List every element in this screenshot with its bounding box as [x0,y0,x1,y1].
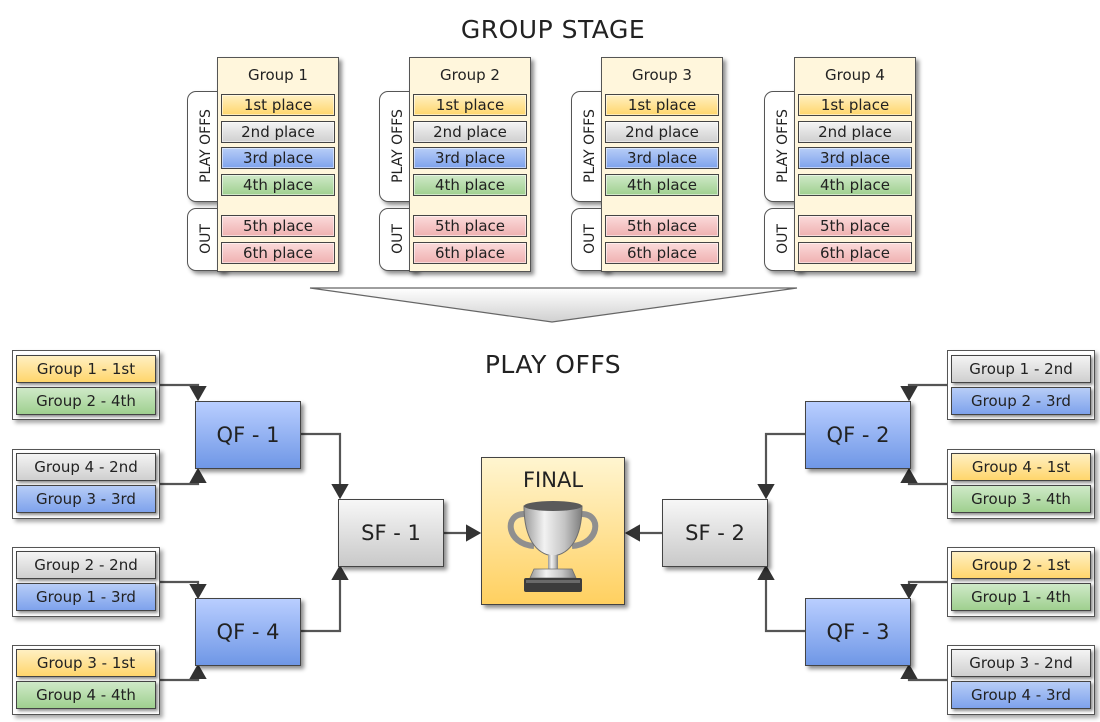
group-title: Group 4 [825,66,885,84]
group-2-card: PLAY OFFS OUT Group 2 1st place 2nd plac… [379,57,539,273]
seed-slot: Group 3 - 3rd [16,485,156,513]
place-5: 5th place [605,215,719,237]
seed-slot: Group 1 - 3rd [16,583,156,611]
trophy-icon [507,501,599,592]
qf-3-match: QF - 3 [805,598,911,666]
place-4: 4th place [605,174,719,196]
seed-slot: Group 3 - 1st [16,649,156,677]
seed-slot: Group 4 - 2nd [16,453,156,481]
seed-slot: Group 3 - 4th [951,485,1091,513]
place-5: 5th place [413,215,527,237]
group-3-card: PLAY OFFS OUT Group 3 1st place 2nd plac… [571,57,731,273]
place-4: 4th place [798,174,912,196]
place-5: 5th place [221,215,335,237]
group-stage-title: GROUP STAGE [460,15,646,44]
seed-slot: Group 2 - 4th [16,387,156,415]
place-2: 2nd place [798,121,912,143]
group-4-card: PLAY OFFS OUT Group 4 1st place 2nd plac… [764,57,924,273]
seed-slot: Group 3 - 2nd [951,649,1091,677]
seed-slot: Group 4 - 1st [951,453,1091,481]
qf-2-match: QF - 2 [805,401,911,469]
seed-slot: Group 4 - 3rd [951,681,1091,709]
place-1: 1st place [605,94,719,116]
seed-slot: Group 1 - 2nd [951,355,1091,383]
place-3: 3rd place [605,147,719,169]
sf-1-match: SF - 1 [338,499,444,567]
place-3: 3rd place [221,147,335,169]
group-1-card: PLAY OFFS OUT Group 1 1st place 2nd plac… [187,57,347,273]
place-4: 4th place [221,174,335,196]
seed-slot: Group 1 - 4th [951,583,1091,611]
place-6: 6th place [413,242,527,264]
place-3: 3rd place [798,147,912,169]
place-1: 1st place [798,94,912,116]
place-1: 1st place [221,94,335,116]
place-6: 6th place [221,242,335,264]
sf-2-match: SF - 2 [662,499,768,567]
place-6: 6th place [798,242,912,264]
qf-4-match: QF - 4 [195,598,301,666]
place-6: 6th place [605,242,719,264]
final-box: FINAL [481,457,625,605]
group-title: Group 2 [440,66,500,84]
seed-slot: Group 2 - 3rd [951,387,1091,415]
place-2: 2nd place [221,121,335,143]
group-title: Group 1 [248,66,308,84]
place-2: 2nd place [605,121,719,143]
seed-slot: Group 1 - 1st [16,355,156,383]
seed-slot: Group 2 - 1st [951,551,1091,579]
play-offs-title: PLAY OFFS [484,350,622,379]
place-1: 1st place [413,94,527,116]
group-title: Group 3 [632,66,692,84]
place-3: 3rd place [413,147,527,169]
final-label: FINAL [522,468,584,492]
qf-1-match: QF - 1 [195,401,301,469]
place-2: 2nd place [413,121,527,143]
seed-slot: Group 4 - 4th [16,681,156,709]
place-4: 4th place [413,174,527,196]
place-5: 5th place [798,215,912,237]
seed-slot: Group 2 - 2nd [16,551,156,579]
